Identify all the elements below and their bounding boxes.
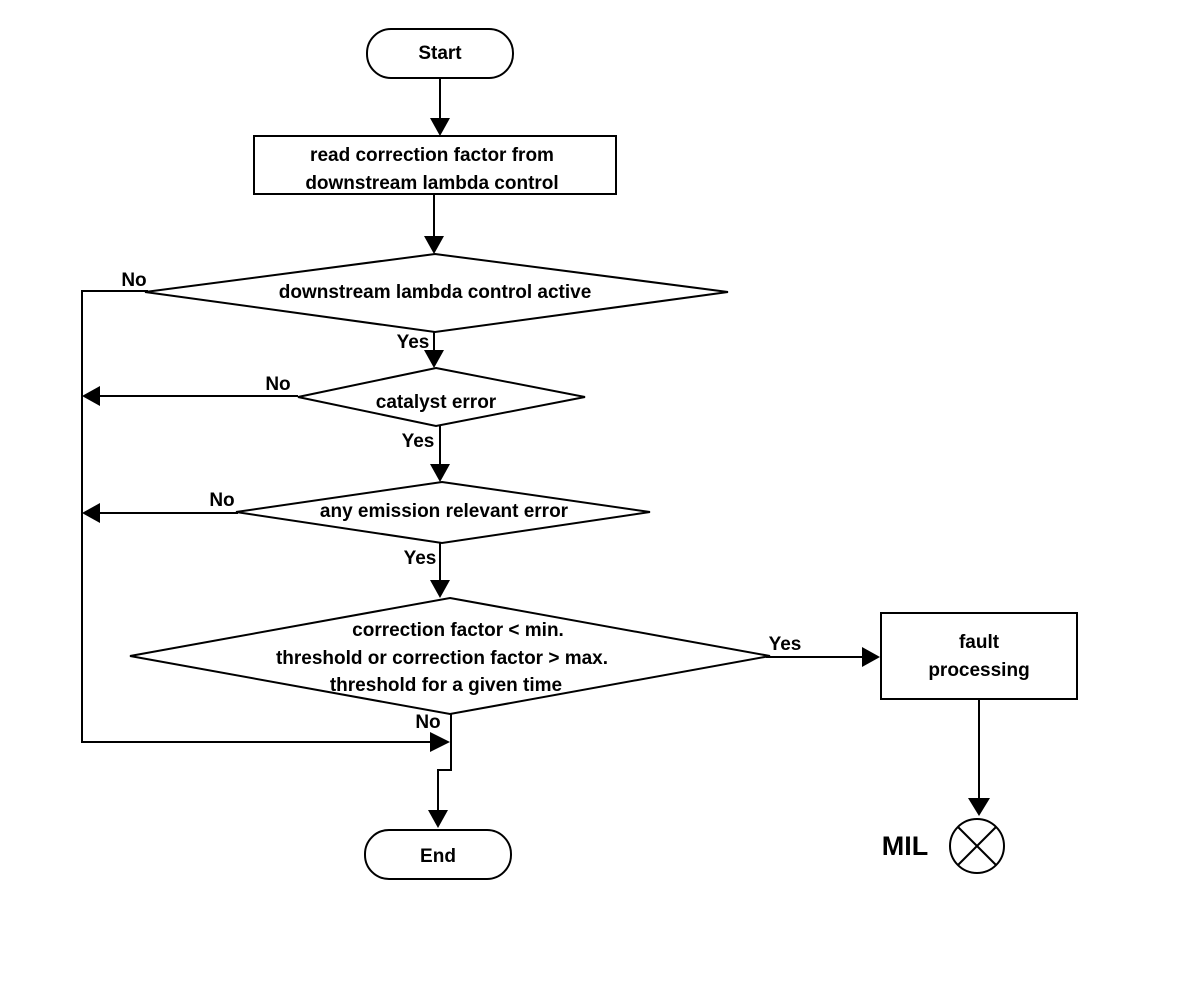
active-shape	[144, 252, 729, 334]
threshold-label-line-3: threshold for a given time	[330, 675, 562, 696]
arrowhead-active	[424, 236, 444, 254]
active-decision: downstream lambda control active	[144, 252, 729, 334]
edge-label-catalyst-yes: Yes	[402, 431, 435, 452]
mil-label: MIL	[882, 831, 929, 861]
arrowhead-emission-no	[82, 503, 100, 523]
read-label-line-2: downstream lambda control	[305, 173, 558, 194]
arrowhead-mil	[968, 798, 990, 816]
edge-label-threshold-no: No	[415, 712, 440, 733]
arrowhead-emission	[430, 464, 450, 482]
end-terminator: End	[364, 829, 512, 880]
start-label: Start	[418, 43, 462, 64]
arrowhead-fault	[862, 647, 880, 667]
read-process-box: read correction factor from downstream l…	[253, 135, 617, 195]
arrowhead-end	[428, 810, 448, 828]
end-shape	[364, 829, 512, 880]
edge-label-active-yes: Yes	[397, 332, 430, 353]
end-label: End	[420, 846, 456, 867]
fault-label-line-1: fault	[959, 632, 1000, 653]
emission-shape	[235, 480, 651, 545]
fault-process-box: fault processing	[880, 612, 1078, 700]
arrowhead-catalyst-no	[82, 386, 100, 406]
arrowhead-catalyst	[424, 350, 444, 368]
mil-lamp: MIL	[882, 818, 1005, 874]
edge-label-catalyst-no: No	[265, 374, 290, 395]
arrowhead-read	[430, 118, 450, 136]
threshold-decision: correction factor < min. threshold or co…	[129, 596, 771, 716]
start-terminator: Start	[366, 28, 514, 79]
mil-lamp-cross-b	[957, 826, 997, 866]
catalyst-decision: catalyst error	[297, 366, 586, 428]
active-label: downstream lambda control active	[279, 282, 592, 303]
threshold-label-line-2: threshold or correction factor > max.	[276, 648, 608, 669]
arrowhead-threshold	[430, 580, 450, 598]
fault-label-line-2: processing	[928, 660, 1029, 681]
edge-label-active-no: No	[121, 270, 146, 291]
edge-labels: No Yes No Yes No Yes Yes No	[121, 270, 801, 733]
read-label-line-1: read correction factor from	[310, 145, 554, 166]
catalyst-shape	[297, 366, 586, 428]
arrowhead-bus-return	[430, 732, 450, 752]
connector-active-no-bus	[81, 290, 432, 743]
connector-threshold-to-end	[437, 714, 452, 812]
threshold-label-line-1: correction factor < min.	[352, 620, 564, 641]
fault-shape	[880, 612, 1078, 700]
emission-label: any emission relevant error	[320, 501, 569, 522]
edge-label-threshold-yes: Yes	[769, 634, 802, 655]
edge-label-emission-yes: Yes	[404, 548, 437, 569]
emission-decision: any emission relevant error	[235, 480, 651, 545]
start-shape	[366, 28, 514, 79]
threshold-shape	[129, 596, 771, 716]
catalyst-label: catalyst error	[376, 392, 497, 413]
edge-label-emission-no: No	[209, 490, 234, 511]
connectors	[81, 79, 990, 828]
read-shape	[253, 135, 617, 195]
